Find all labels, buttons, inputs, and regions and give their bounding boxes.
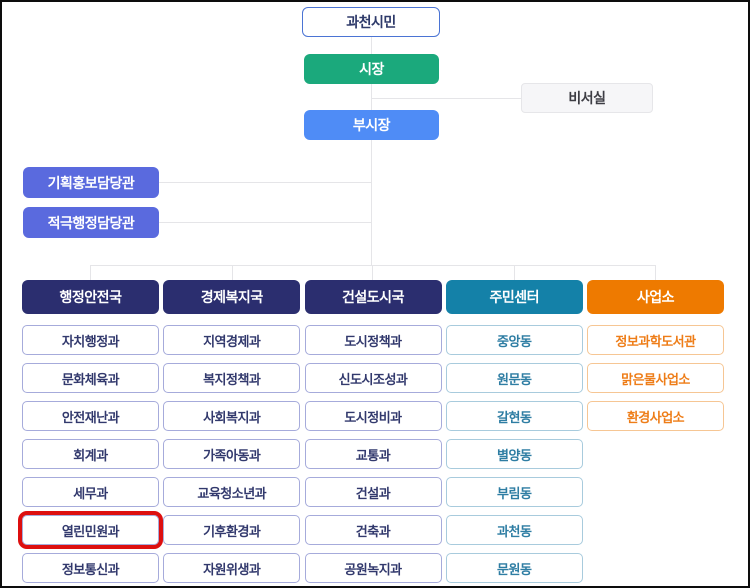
dept-box[interactable]: 교육청소년과: [163, 477, 301, 507]
vice-mayor-box[interactable]: 부시장: [304, 110, 439, 140]
dept-box[interactable]: 원문동: [445, 363, 583, 393]
dept-header[interactable]: 주민센터: [445, 280, 583, 314]
planning-pr-officer-box[interactable]: 기획홍보담당관: [23, 167, 159, 198]
dept-box[interactable]: 회계과: [22, 439, 159, 469]
connector-line: [371, 84, 372, 110]
mayor-box[interactable]: 시장: [304, 54, 439, 84]
connector-line: [232, 265, 233, 280]
dept-box[interactable]: 중앙동: [445, 325, 583, 355]
dept-box[interactable]: 정보과학도서관: [587, 325, 724, 355]
connector-line: [159, 182, 371, 183]
dept-box[interactable]: 별양동: [445, 439, 583, 469]
connector-line: [159, 222, 371, 223]
dept-box[interactable]: 신도시조성과: [304, 363, 442, 393]
dept-box[interactable]: 세무과: [22, 477, 159, 507]
dept-box[interactable]: 가족아동과: [163, 439, 301, 469]
dept-box[interactable]: 교통과: [304, 439, 442, 469]
dept-box-highlighted[interactable]: 열린민원과: [18, 511, 163, 549]
dept-header[interactable]: 사업소: [587, 280, 724, 314]
connector-line: [371, 140, 372, 265]
connector-line: [90, 265, 91, 280]
secretary-office-box[interactable]: 비서실: [521, 83, 653, 113]
dept-box[interactable]: 자치행정과: [22, 325, 159, 355]
dept-box[interactable]: 정보통신과: [22, 553, 159, 583]
dept-header[interactable]: 경제복지국: [163, 280, 301, 314]
dept-box[interactable]: 사회복지과: [163, 401, 301, 431]
proactive-admin-officer-box[interactable]: 적극행정담당관: [23, 207, 159, 238]
dept-header[interactable]: 건설도시국: [304, 280, 442, 314]
dept-box[interactable]: 갈현동: [445, 401, 583, 431]
dept-box[interactable]: 도시정비과: [304, 401, 442, 431]
dept-box[interactable]: 환경사업소: [587, 401, 724, 431]
connector-line: [655, 265, 656, 280]
citizens-box: 과천시민: [302, 7, 440, 37]
dept-box[interactable]: 부림동: [445, 477, 583, 507]
dept-box[interactable]: 공원녹지과: [304, 553, 442, 583]
dept-box[interactable]: 기후환경과: [163, 515, 301, 545]
connector-line: [514, 265, 515, 280]
dept-box[interactable]: 과천동: [445, 515, 583, 545]
dept-box[interactable]: 문원동: [445, 553, 583, 583]
dept-box[interactable]: 맑은물사업소: [587, 363, 724, 393]
dept-box[interactable]: 자원위생과: [163, 553, 301, 583]
dept-header[interactable]: 행정안전국: [22, 280, 159, 314]
dept-box[interactable]: 도시정책과: [304, 325, 442, 355]
dept-box[interactable]: 복지정책과: [163, 363, 301, 393]
dept-box[interactable]: 건축과: [304, 515, 442, 545]
dept-box[interactable]: 안전재난과: [22, 401, 159, 431]
dept-box[interactable]: 문화체육과: [22, 363, 159, 393]
connector-line: [372, 265, 373, 280]
connector-line: [371, 98, 522, 99]
dept-box[interactable]: 지역경제과: [163, 325, 301, 355]
dept-box[interactable]: 건설과: [304, 477, 442, 507]
connector-line: [371, 37, 372, 54]
